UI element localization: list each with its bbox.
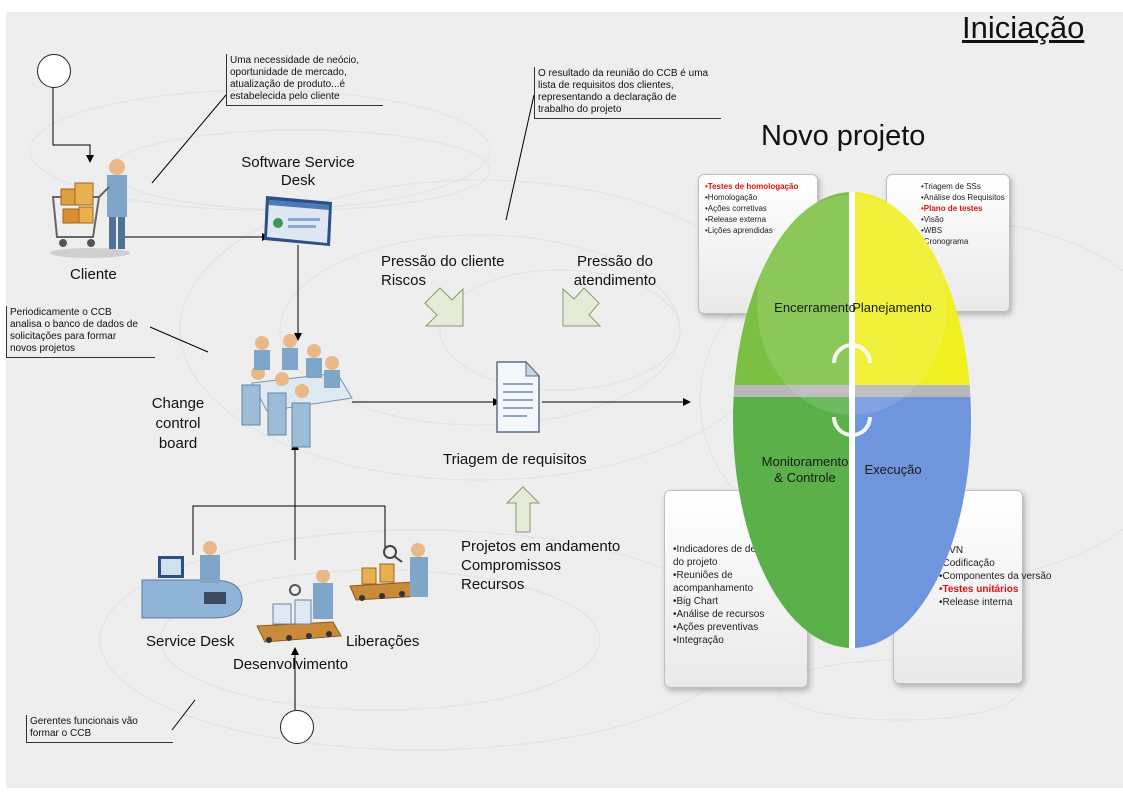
document-icon [496,360,541,433]
service-desk-label: Service Desk [146,633,235,650]
phase-task-item: •Plano de testes [921,204,983,213]
end-circle-icon [280,710,314,744]
start-circle-icon [37,54,71,88]
phase-task-item: •Release externa [705,215,767,224]
phase-task-item: do projeto [673,557,718,568]
execution-items: •SVN •Codificação •Componentes da versão •T… [894,491,1052,609]
cycle-arrows-icon [832,343,872,437]
note-ccb-result: O resultado da reunião do CCB é uma list… [534,67,721,119]
phase-task-item: •Testes unitários [939,584,1019,595]
monitoring-label: Monitoramento & Controle [761,454,849,485]
phase-task-item: •Cronograma [921,237,969,246]
phase-task-item: •Análise de recursos [673,609,765,620]
new-project-title: Novo projeto [761,120,926,152]
change-control-board-label: Change control board [151,395,205,452]
planning-label: Planejamento [852,300,932,315]
phase-task-item: •Ações corretivas [705,204,767,213]
page-title: Iniciação [962,10,1085,45]
development-label: Desenvolvimento [233,656,349,673]
client-label: Cliente [70,266,117,283]
phase-task-item: •Triagem de SSs [921,182,981,191]
note-ccb-periodic: Periodicamente o CCB analisa o banco de … [6,306,155,358]
triage-label: Triagem de requisitos [443,451,587,468]
closing-items: •Testes de homologação •Homologação •Ações… [699,175,817,236]
phase-task-item: •Integração [673,635,724,646]
phase-task-item: •Codificação [939,558,995,569]
execution-label: Execução [864,462,922,477]
software-service-desk-label: Software Service Desk [241,154,355,189]
execution-quadrant [855,397,971,648]
service-pressure-label: Pressão do atendimento [573,253,657,289]
conveyor-inspector-icon [349,543,428,601]
assembly-line-worker-icon [256,570,342,643]
planning-items: •Triagem de SSs •Análise dos Requisitos •P… [887,175,1009,247]
phase-task-item: •SVN [939,545,964,556]
phase-task-item: •Visão [921,215,944,224]
client-pressure-label: Pressão do cliente Riscos [381,253,505,289]
phase-task-item: •Lições aprendidas [705,226,773,235]
phase-task-item: •WBS [921,226,943,235]
note-client-need: Uma necessidade de neócio, oportunidade … [226,54,383,106]
monitoring-quadrant [733,397,849,648]
meeting-table-icon [241,334,353,448]
phase-task-item: •Release interna [939,597,1013,608]
person-shopping-cart-icon [50,159,130,258]
phase-task-item: •Análise dos Requisitos [921,193,1005,202]
monitoring-items: •Indicadores de desempenho do projeto •Re… [665,491,807,647]
note-functional-managers: Gerentes funcionais vão formar o CCB [26,715,173,743]
ongoing-projects-label: Projetos em andamento Compromissos Recur… [461,538,621,593]
phase-task-item: •Big Chart [673,596,719,607]
phase-task-item: •Componentes da versão [939,571,1052,582]
project-phase-cycle [733,192,971,648]
phase-task-item: •Reuniões de [673,570,733,581]
releases-label: Liberações [346,633,420,650]
phase-task-item: •Testes de homologação [705,182,799,191]
phase-task-item: •Indicadores de desempenho [673,544,803,555]
phase-task-item: acompanhamento [673,583,754,594]
phase-task-item: •Homologação [705,193,758,202]
person-at-computer-icon [141,541,243,619]
closing-label: Encerramento [774,300,856,315]
monitor-window-icon [264,196,332,246]
phase-task-item: •Ações preventivas [673,622,759,633]
